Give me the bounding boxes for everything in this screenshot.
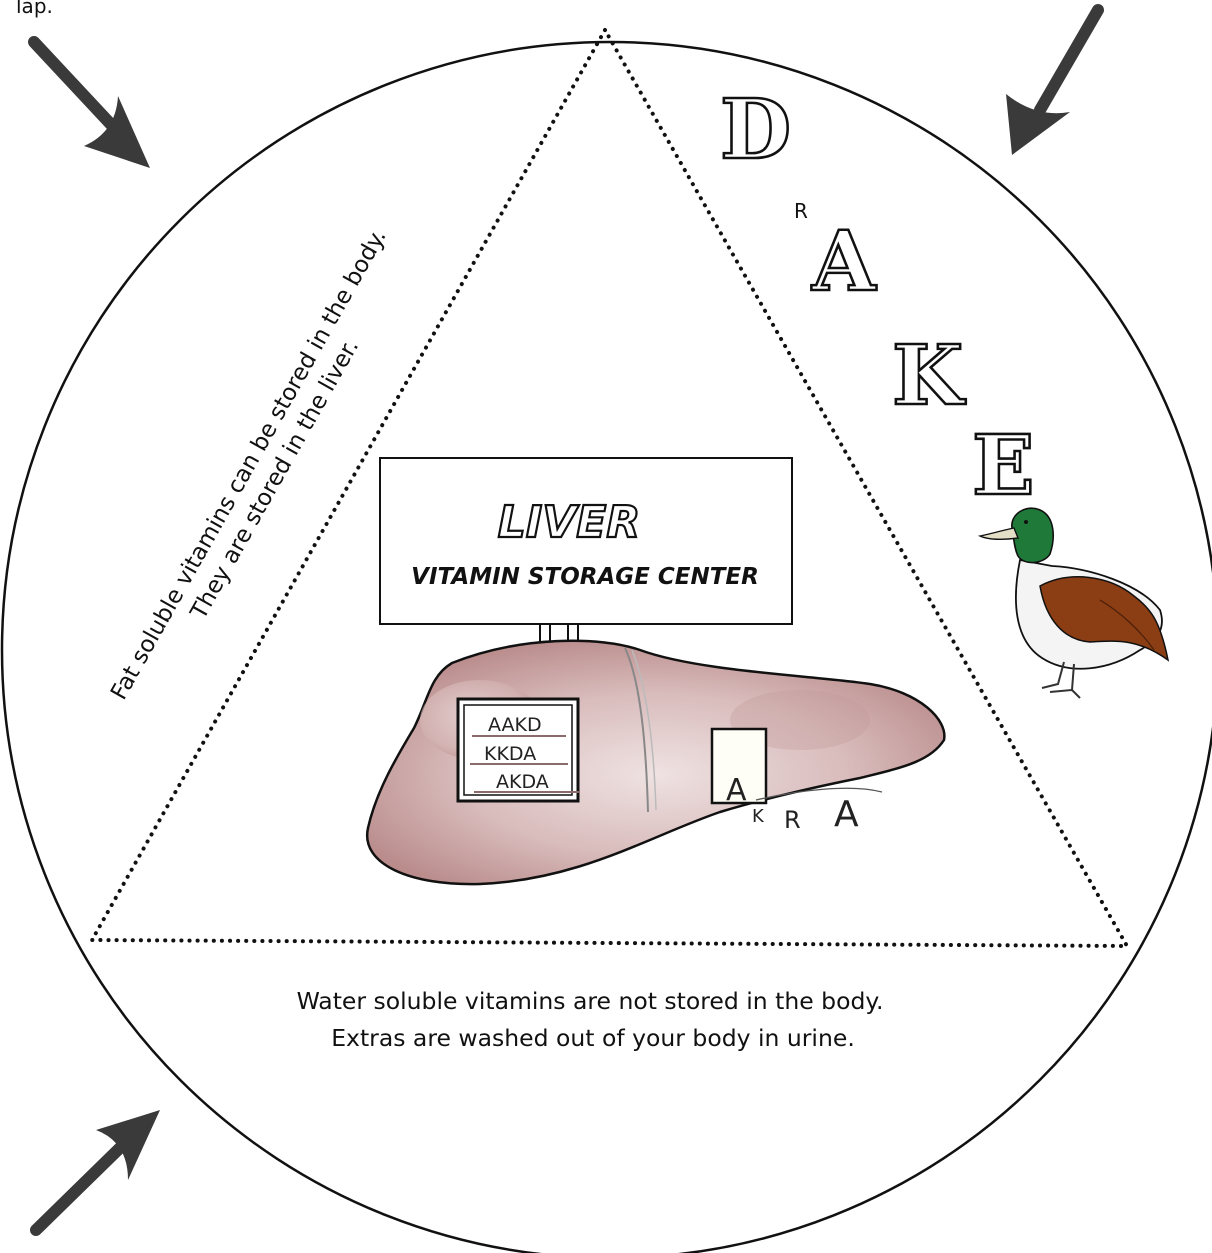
door-letter-1: A	[726, 773, 747, 808]
wheel-circle	[0, 40, 1212, 1253]
liver-sign: LIVER VITAMIN STORAGE CENTER	[379, 457, 793, 643]
door-letter-2: K	[752, 806, 765, 827]
drake-letters: D R A K E	[719, 81, 1036, 516]
liver-window: AAKD KKDA AKDA	[456, 697, 580, 803]
drake-letter-e: E	[972, 418, 1035, 514]
door-letter-3: R	[784, 806, 801, 834]
arrow-top-left-icon	[28, 36, 150, 168]
arrow-top-right-icon	[1006, 4, 1104, 155]
drake-letter-a: A	[811, 214, 877, 310]
water-soluble-line-1: Water soluble vitamins are not stored in…	[297, 987, 884, 1015]
drake-letter-d: D	[720, 82, 791, 178]
liver-illustration	[365, 639, 946, 886]
window-row-3: AKDA	[496, 771, 549, 793]
fat-soluble-line-1: Fat soluble vitamins can be stored in th…	[106, 225, 392, 705]
dotted-triangle	[88, 25, 1131, 949]
door-letter-4: A	[834, 794, 859, 835]
sign-title: LIVER	[498, 497, 640, 548]
arrow-bottom-left-icon	[30, 1110, 160, 1236]
corner-text: lap.	[16, 0, 53, 18]
mallard-duck-icon	[977, 507, 1170, 699]
window-row-2: KKDA	[484, 743, 536, 765]
drake-letter-k: K	[892, 328, 966, 424]
sign-subtitle: VITAMIN STORAGE CENTER	[411, 564, 759, 590]
liver-door: A K R A	[710, 727, 883, 835]
fat-soluble-line-2: They are stored in the liver.	[185, 335, 364, 625]
fat-soluble-text: Fat soluble vitamins can be stored in th…	[106, 225, 392, 705]
water-soluble-line-2: Extras are washed out of your body in ur…	[331, 1024, 855, 1052]
window-row-1: AAKD	[488, 714, 542, 736]
drake-letter-r: R	[794, 199, 808, 223]
